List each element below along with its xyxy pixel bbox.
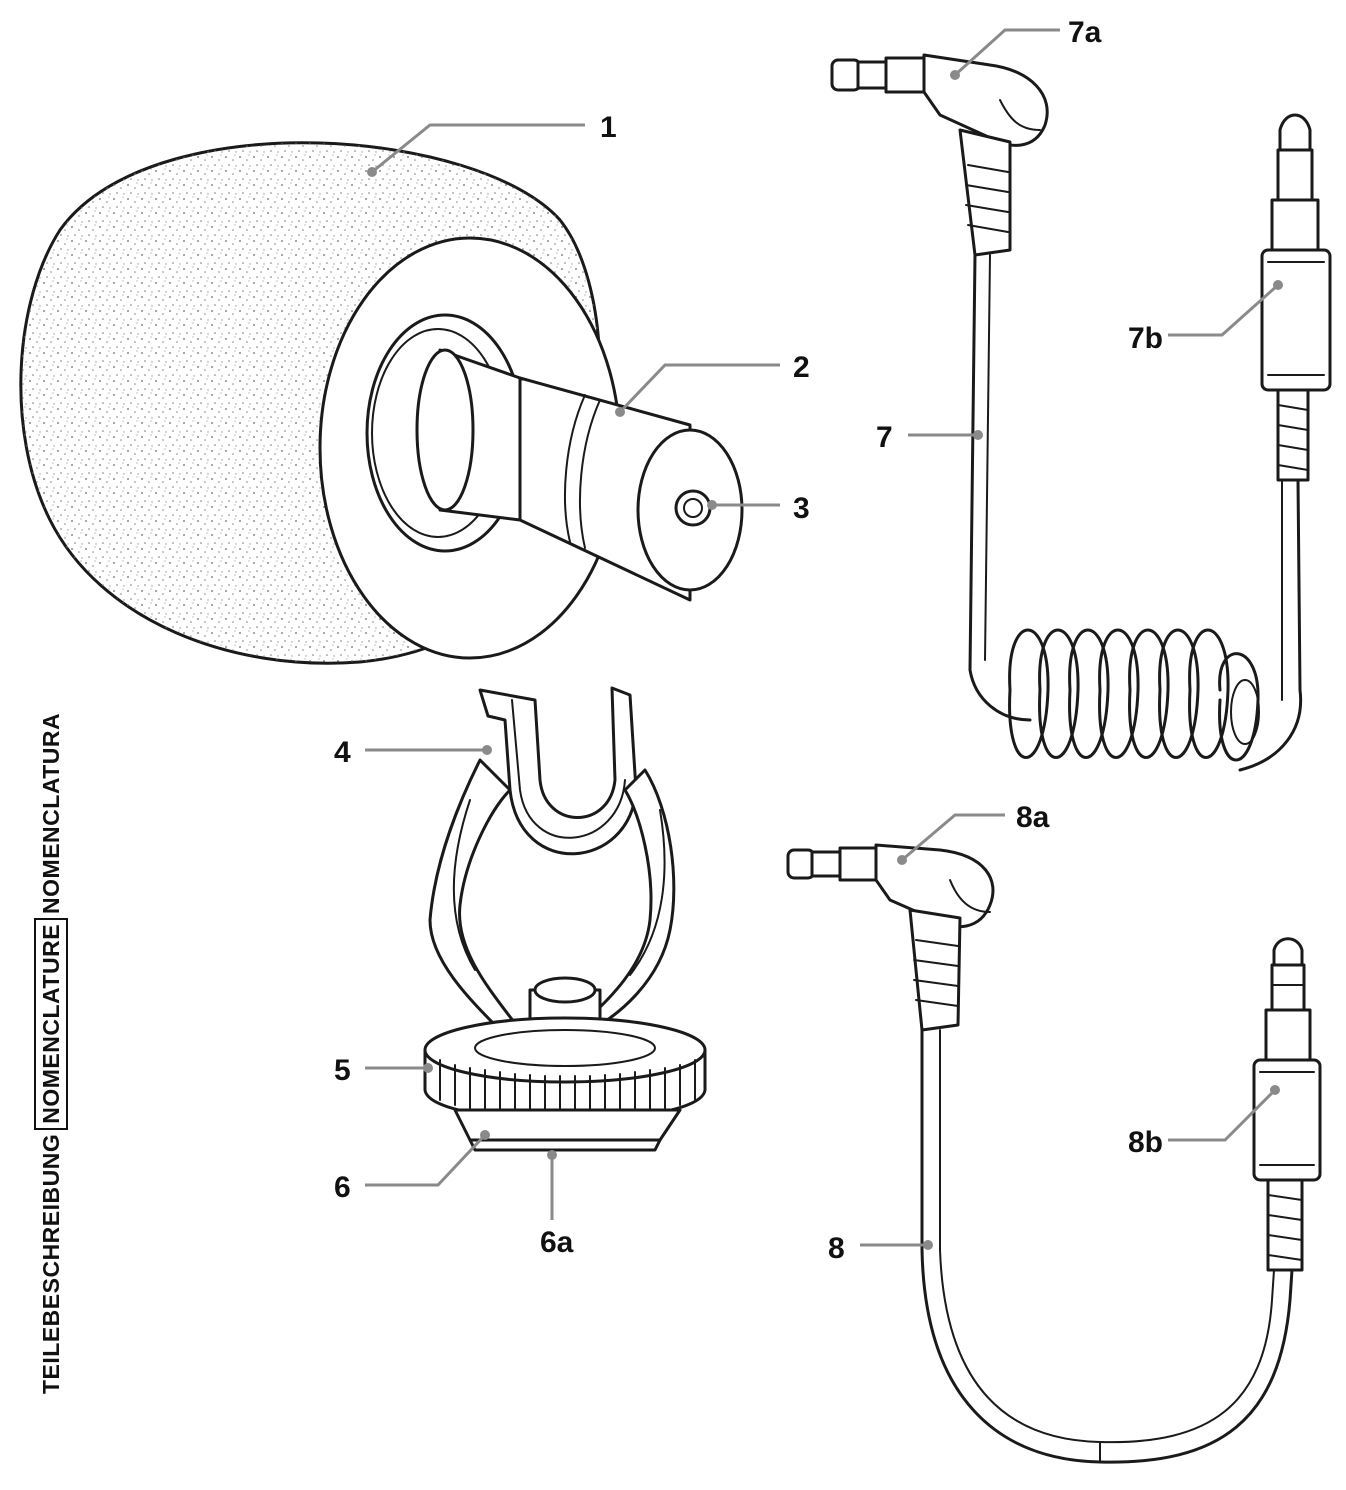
- callout-2: 2: [793, 351, 810, 384]
- callout-6a: 6a: [540, 1226, 574, 1259]
- callout-3: 3: [793, 492, 810, 525]
- callout-6: 6: [334, 1171, 351, 1204]
- callout-7: 7: [876, 421, 893, 454]
- callout-7a: 7a: [1068, 16, 1102, 49]
- cable-7-coiled: [830, 53, 1332, 772]
- shock-mount: [428, 686, 676, 1042]
- callout-8: 8: [828, 1232, 845, 1265]
- callout-4: 4: [334, 736, 351, 769]
- leader-lines: [365, 28, 1283, 1250]
- cable-8-straight: [786, 843, 1322, 1464]
- callout-8a: 8a: [1016, 801, 1050, 834]
- callout-1: 1: [600, 111, 617, 144]
- callout-7b: 7b: [1128, 322, 1163, 355]
- callout-labels: 1 2 3 4 5 6 6a 7a 7b 7 8a 8b 8: [334, 16, 1163, 1265]
- microphone-body: [415, 348, 744, 602]
- cold-shoe-foot: [453, 1108, 682, 1152]
- callout-5: 5: [334, 1054, 351, 1087]
- locking-ring: [423, 1016, 707, 1122]
- callout-8b: 8b: [1128, 1126, 1163, 1159]
